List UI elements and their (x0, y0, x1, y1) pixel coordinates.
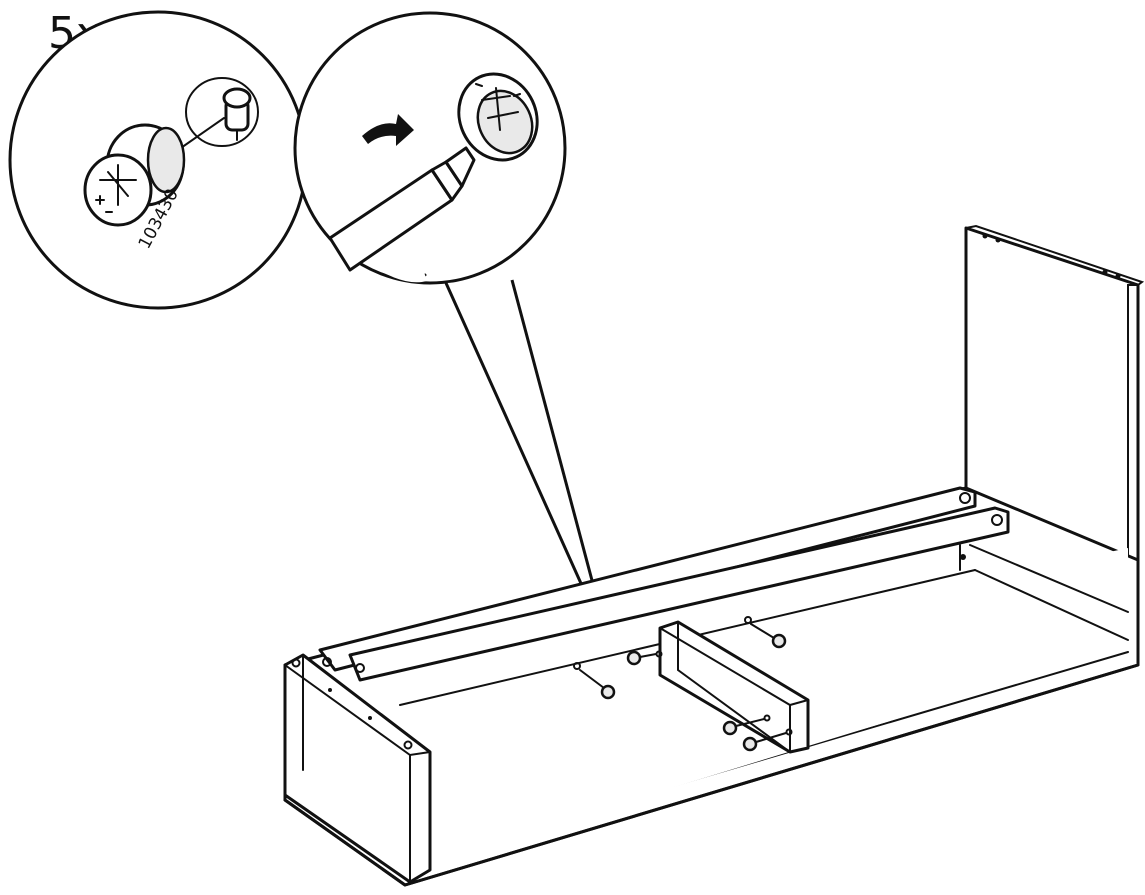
cam-dowel-icon (222, 87, 252, 141)
cam-lock-icon (83, 123, 186, 227)
cam-head-icon (457, 72, 539, 162)
detail-circle-tighten (293, 11, 612, 650)
cam-fittings (573, 616, 793, 752)
front-rail (348, 506, 1010, 682)
screwdriver-icon (328, 146, 476, 272)
panel-hole (185, 77, 259, 147)
detail-circle-cam-lock: 103430 (8, 10, 308, 310)
alignment-line (177, 117, 225, 151)
middle-divider-panel (658, 620, 810, 754)
side-panel-left (283, 653, 432, 884)
